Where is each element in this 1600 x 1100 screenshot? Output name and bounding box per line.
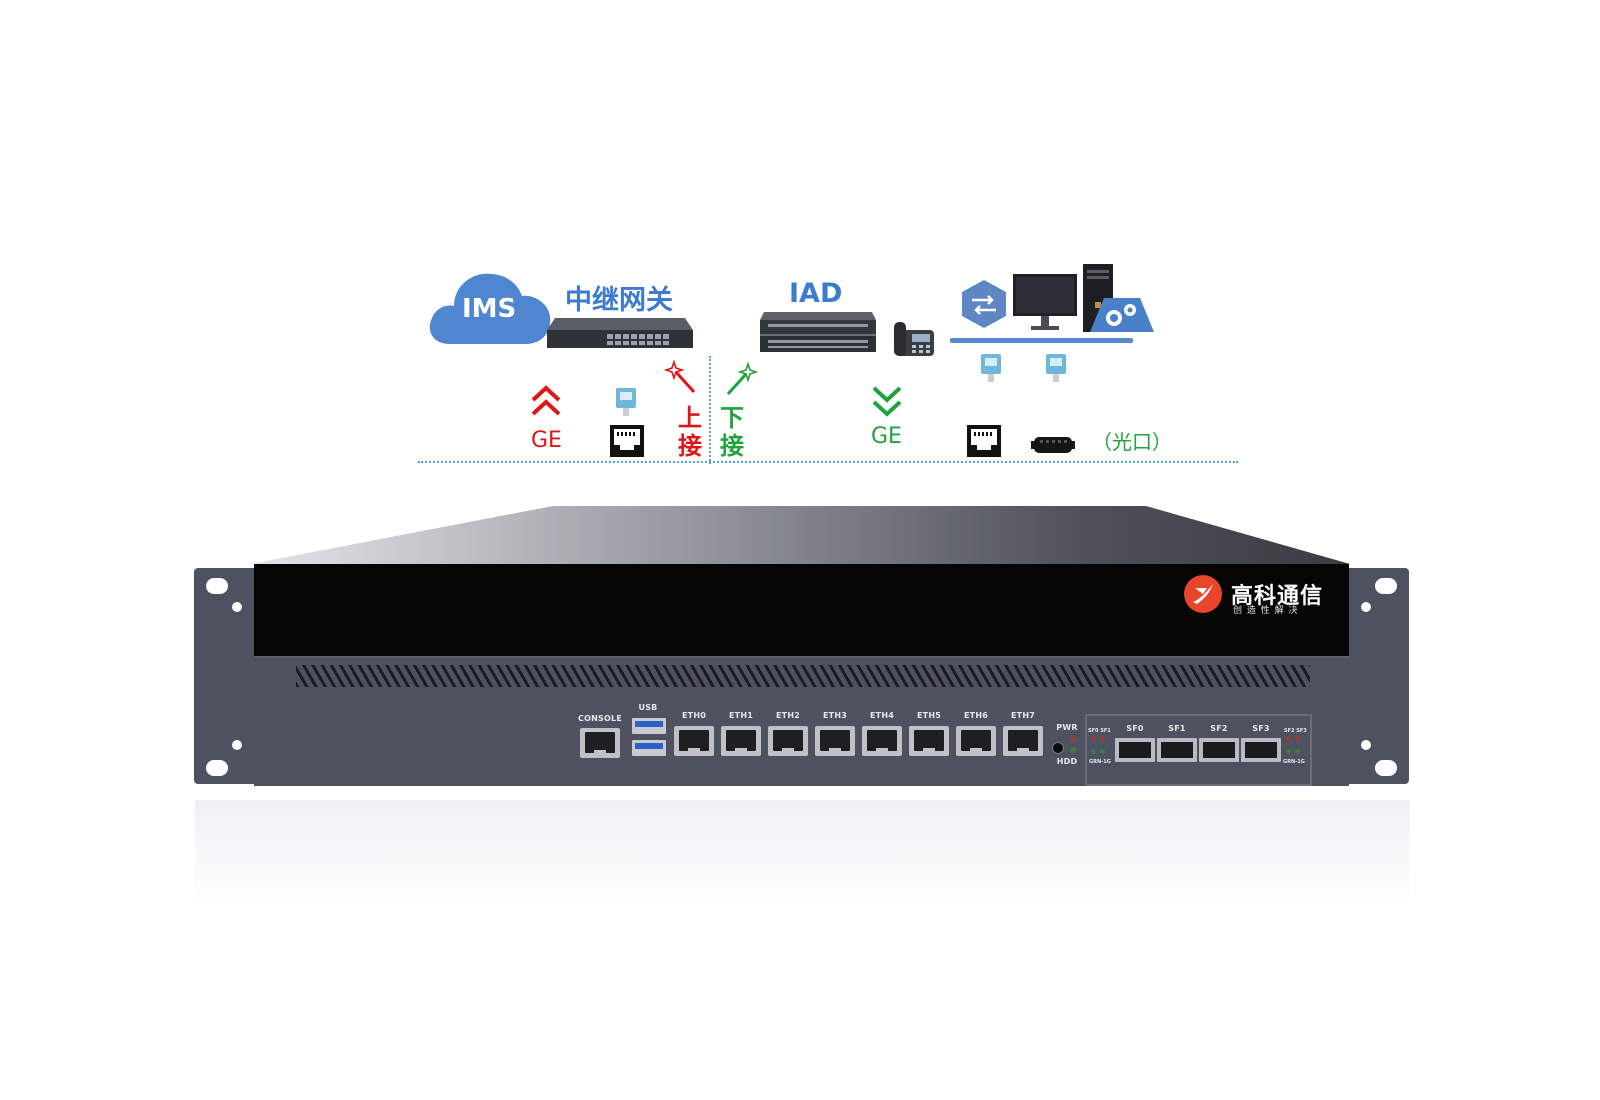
sfp-module-frame xyxy=(1085,714,1312,786)
front-bezel xyxy=(254,564,1349,656)
ims-label: IMS xyxy=(462,294,517,324)
uplink-char: 接 xyxy=(678,432,702,460)
cable-plug-icon xyxy=(981,354,1001,382)
eth-port[interactable] xyxy=(768,726,808,756)
eth-label: ETH1 xyxy=(729,711,753,720)
uplink-char: 上 xyxy=(678,404,702,432)
chevron-up-icon xyxy=(531,385,561,416)
trunk-gateway-device xyxy=(547,318,693,348)
cable-plug-icon xyxy=(1046,354,1066,382)
hdd-label: HDD xyxy=(1056,757,1078,766)
grn-right-label: GRN-1G xyxy=(1283,759,1305,765)
sfp-port[interactable] xyxy=(1241,738,1281,762)
sfp-led xyxy=(1295,736,1300,741)
diagram-baseline xyxy=(418,461,1238,463)
router-icon xyxy=(962,280,1006,328)
downlink-label: 下 接 xyxy=(718,404,746,460)
sfp-led-right-label: SF2 SF3 xyxy=(1284,728,1307,734)
sfp-led xyxy=(1091,736,1096,741)
wand-icon xyxy=(726,362,758,396)
eth-port[interactable] xyxy=(815,726,855,756)
phone-icon xyxy=(894,322,934,356)
wand-icon xyxy=(664,360,696,394)
eth-port[interactable] xyxy=(909,726,949,756)
usb-label: USB xyxy=(638,703,658,712)
downlink-ge-label: GE xyxy=(871,424,902,449)
lan-line xyxy=(950,338,1133,343)
pwr-label: PWR xyxy=(1056,723,1078,732)
rack-ear-right xyxy=(1349,568,1409,784)
chevron-down-icon xyxy=(872,386,902,417)
sfp-port[interactable] xyxy=(1199,738,1239,762)
brand-logo-icon xyxy=(1184,575,1222,613)
eth-port[interactable] xyxy=(862,726,902,756)
sfp-led xyxy=(1091,749,1096,754)
downlink-char: 接 xyxy=(720,432,744,460)
eth-port[interactable] xyxy=(721,726,761,756)
optical-sfp-icon xyxy=(1031,437,1075,453)
sfp-led xyxy=(1286,736,1291,741)
sfp-label: SF3 xyxy=(1252,724,1270,733)
device-reflection xyxy=(195,800,1410,910)
optical-port-label: （光口） xyxy=(1092,430,1172,454)
vent-grille xyxy=(296,665,1310,687)
eth-label: ETH5 xyxy=(917,711,941,720)
device-top-lid xyxy=(250,506,1350,564)
sfp-led xyxy=(1295,749,1300,754)
iad-label: IAD xyxy=(789,278,843,309)
sfp-led xyxy=(1286,749,1291,754)
rack-ear-left xyxy=(194,568,254,784)
cloud-icon xyxy=(429,273,551,344)
brand-slogan: 创 造 性 解 决 xyxy=(1233,606,1299,616)
console-label: CONSOLE xyxy=(578,714,622,723)
iad-device xyxy=(760,312,876,352)
sfp-port[interactable] xyxy=(1115,738,1155,762)
sfp-led xyxy=(1100,749,1105,754)
sfp-label: SF2 xyxy=(1210,724,1228,733)
sfp-led-left-label: SF0 SF1 xyxy=(1088,728,1111,734)
hdd-led xyxy=(1070,747,1076,753)
reset-button[interactable] xyxy=(1052,742,1064,754)
eth-label: ETH6 xyxy=(964,711,988,720)
usb-port[interactable] xyxy=(632,718,666,734)
sfp-port[interactable] xyxy=(1157,738,1197,762)
eth-label: ETH3 xyxy=(823,711,847,720)
rj45-port-icon xyxy=(967,425,1001,457)
rj45-port-icon xyxy=(610,425,644,457)
diagram-divider xyxy=(709,356,711,464)
usb-port[interactable] xyxy=(632,740,666,756)
eth-port[interactable] xyxy=(956,726,996,756)
uplink-label: 上 接 xyxy=(676,404,704,460)
gear-icon xyxy=(1090,298,1154,332)
eth-label: ETH7 xyxy=(1011,711,1035,720)
sfp-label: SF0 xyxy=(1126,724,1144,733)
uplink-ge-label: GE xyxy=(531,428,562,453)
eth-port[interactable] xyxy=(1003,726,1043,756)
pwr-led xyxy=(1070,736,1076,742)
eth-label: ETH0 xyxy=(682,711,706,720)
sfp-led xyxy=(1100,736,1105,741)
brand-name: 高科通信 xyxy=(1231,584,1324,609)
sfp-label: SF1 xyxy=(1168,724,1186,733)
trunk-gateway-label: 中继网关 xyxy=(565,285,673,316)
cable-plug-icon xyxy=(616,388,636,416)
eth-port[interactable] xyxy=(674,726,714,756)
eth-label: ETH4 xyxy=(870,711,894,720)
eth-label: ETH2 xyxy=(776,711,800,720)
console-port[interactable] xyxy=(580,728,620,758)
grn-left-label: GRN-1G xyxy=(1089,759,1111,765)
downlink-char: 下 xyxy=(720,404,744,432)
